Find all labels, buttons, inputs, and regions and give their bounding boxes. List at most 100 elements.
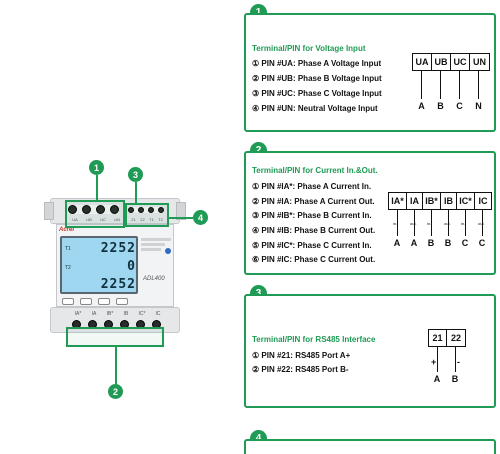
pin-description: ① PIN #21: RS485 Port A+ xyxy=(252,351,351,360)
pin-description: ② PIN #22: RS485 Port B- xyxy=(252,365,349,374)
pin-description: ① PIN #UA: Phase A Voltage Input xyxy=(252,59,382,68)
wire-leg: in. A xyxy=(388,210,406,248)
meter-button-1[interactable] xyxy=(62,298,74,305)
phase-label: N xyxy=(475,101,482,111)
terminal-screw xyxy=(82,205,91,214)
rs485-panel: Terminal/PIN for RS485 Interface ① PIN #… xyxy=(244,294,496,408)
wire-leg: out. C xyxy=(474,210,490,248)
direction-label: in. xyxy=(427,221,432,226)
phase-label: B xyxy=(427,238,435,248)
wire-leg: in. B xyxy=(422,210,440,248)
phase-label: C xyxy=(456,101,463,111)
wire-leg: +A xyxy=(428,347,446,384)
callout-badge-4: 4 xyxy=(193,210,208,225)
direction-label: in. xyxy=(393,221,398,226)
wire-leg: C xyxy=(450,70,469,111)
terminal-label: UB xyxy=(86,217,92,222)
direction-label: out. xyxy=(410,221,417,226)
direction-label: in. xyxy=(461,221,466,226)
phase-label: A xyxy=(418,101,425,111)
terminal-label: T1 xyxy=(149,217,154,222)
wire-leg: B xyxy=(431,70,450,111)
current-terminal-highlight xyxy=(66,327,164,347)
terminal-label: IC* xyxy=(138,311,146,317)
port-label: B xyxy=(451,374,459,384)
terminal-screw xyxy=(128,207,134,213)
terminal-label: IB xyxy=(123,311,129,317)
wire-leg: -B xyxy=(446,347,464,384)
panel-4 xyxy=(244,439,496,454)
lcd-label: T2 xyxy=(65,265,71,271)
phase-label: A xyxy=(393,238,401,248)
pin-description: ③ PIN #UC: Phase C Voltage Input xyxy=(252,89,382,98)
lcd-label: T1 xyxy=(65,246,71,252)
voltage-wire-legs: A B C N xyxy=(412,70,488,111)
terminal-label: 21 xyxy=(131,217,136,222)
top-terminal-labels: UA UB UC UN 21 22 T1 T2 xyxy=(68,217,165,222)
rs485-terminal-strip: 21 22 xyxy=(428,329,466,347)
terminal-label: IA* xyxy=(74,311,82,317)
voltage-terminal-highlight xyxy=(65,200,125,228)
wire-leg: N xyxy=(469,70,488,111)
pin-description: ② PIN #IA: Phase A Current Out. xyxy=(252,197,375,206)
callout-badge-3: 3 xyxy=(128,167,143,182)
callout-line xyxy=(135,182,137,204)
terminal-label: T2 xyxy=(158,217,163,222)
terminal-cell: UN xyxy=(473,57,486,67)
brand-logo: Acrel xyxy=(59,227,75,233)
lcd-reading: 0 xyxy=(127,259,136,274)
phase-label: B xyxy=(437,101,444,111)
terminal-label: UC xyxy=(100,217,106,222)
terminal-label: IA xyxy=(91,311,97,317)
phase-label: C xyxy=(478,238,486,248)
bottom-terminal-labels: IA* IA IB* IB IC* IC xyxy=(70,311,166,317)
phase-label: B xyxy=(444,238,452,248)
meter-button-4[interactable] xyxy=(116,298,128,305)
din-clip-left xyxy=(44,202,54,220)
terminal-cell: 21 xyxy=(429,330,447,346)
phase-label: C xyxy=(461,238,469,248)
meter-button-2[interactable] xyxy=(80,298,92,305)
wire-leg: A xyxy=(412,70,431,111)
terminal-cell: 22 xyxy=(450,333,461,343)
model-label: ADL400 xyxy=(143,276,165,282)
current-wire-legs: in. A out. A in. B out. B in. C out. C xyxy=(388,210,490,248)
lcd-reading: 2252 xyxy=(100,277,136,292)
wire-leg: out. B xyxy=(440,210,456,248)
rs485-terminal-block xyxy=(128,207,164,213)
terminal-cell: IC* xyxy=(457,193,475,209)
terminal-cell: IC xyxy=(478,196,488,206)
callout-badge-1: 1 xyxy=(89,160,104,175)
status-led xyxy=(165,248,171,254)
callout-line xyxy=(115,347,117,384)
terminal-screw xyxy=(158,207,164,213)
callout-line xyxy=(96,175,98,201)
pin-description: ② PIN #UB: Phase B Voltage Input xyxy=(252,74,382,83)
terminal-cell: UB xyxy=(432,54,451,70)
spec-print xyxy=(141,238,171,251)
terminal-screw xyxy=(96,205,105,214)
direction-label: out. xyxy=(478,221,485,226)
pin-description: ④ PIN #IB: Phase B Current Out. xyxy=(252,226,376,235)
panel-title: Terminal/PIN for Voltage Input xyxy=(252,44,366,53)
pin-description: ④ PIN #UN: Neutral Voltage Input xyxy=(252,104,378,113)
terminal-cell: IB* xyxy=(423,193,441,209)
current-io-panel: Terminal/PIN for Current In.&Out. ① PIN … xyxy=(244,151,496,275)
callout-line xyxy=(168,217,193,219)
meter-button-3[interactable] xyxy=(98,298,110,305)
lcd-display: T1 T2 2252 0 2252 xyxy=(60,236,138,294)
pin-description: ① PIN #IA*: Phase A Current In. xyxy=(252,182,372,191)
wire-leg: out. A xyxy=(406,210,422,248)
phase-label: A xyxy=(410,238,418,248)
direction-label: out. xyxy=(444,221,451,226)
panel-title: Terminal/PIN for RS485 Interface xyxy=(252,335,376,344)
terminal-label: 22 xyxy=(140,217,145,222)
polarity-sign: + xyxy=(431,357,437,367)
port-label: A xyxy=(433,374,441,384)
terminal-cell: IA* xyxy=(389,193,407,209)
terminal-label: UN xyxy=(114,217,120,222)
terminal-label: IB* xyxy=(106,311,114,317)
lcd-reading: 2252 xyxy=(100,241,136,256)
callout-badge-2: 2 xyxy=(108,384,123,399)
terminal-screw xyxy=(138,207,144,213)
